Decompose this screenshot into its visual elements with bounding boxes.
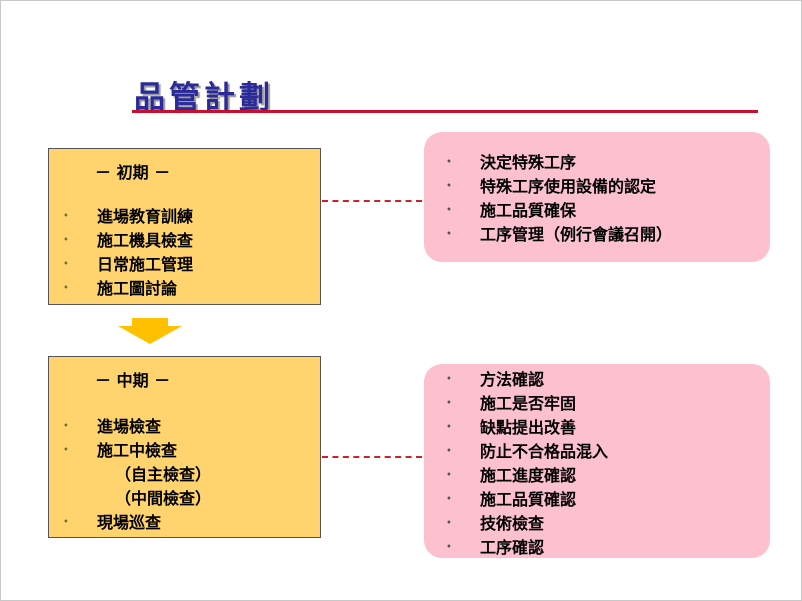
list-item: 工序管理（例行會議召開） [424, 223, 672, 247]
mid-details-box: 方法確認 施工是否牢固 缺點提出改善 防止不合格品混入 施工進度確認 施工品質確… [424, 364, 770, 560]
mid-details-list: 方法確認 施工是否牢固 缺點提出改善 防止不合格品混入 施工進度確認 施工品質確… [424, 368, 608, 560]
list-item: 決定特殊工序 [424, 151, 672, 175]
mid-phase-box: － 中期 － 進場檢查 施工中檢查 （自主檢查） （中間檢查） 現場巡查 [48, 356, 321, 538]
list-item: 日常施工管理 [49, 253, 193, 277]
early-phase-box: － 初期 － 進場教育訓練 施工機具檢查 日常施工管理 施工圖討論 [48, 148, 321, 305]
list-item: 施工品質確保 [424, 199, 672, 223]
list-item: （自主檢查） [115, 465, 212, 484]
title-underline [132, 110, 758, 113]
list-item: 工序確認 [424, 536, 608, 560]
list-item: 防止不合格品混入 [424, 440, 608, 464]
list-item: 缺點提出改善 [424, 416, 608, 440]
early-connector-line [322, 200, 422, 202]
down-arrow-icon [118, 318, 182, 344]
early-details-box: 決定特殊工序 特殊工序使用設備的認定 施工品質確保 工序管理（例行會議召開） [424, 132, 770, 262]
mid-phase-list: 進場檢查 施工中檢查 （自主檢查） （中間檢查） 現場巡查 [49, 415, 211, 535]
list-item: 特殊工序使用設備的認定 [424, 175, 672, 199]
mid-connector-line [322, 456, 422, 458]
list-item: 技術檢查 [424, 512, 608, 536]
early-phase-list: 進場教育訓練 施工機具檢查 日常施工管理 施工圖討論 [49, 205, 193, 301]
list-item: 進場教育訓練 [49, 205, 193, 229]
list-item: 施工中檢查 [49, 439, 211, 463]
early-details-list: 決定特殊工序 特殊工序使用設備的認定 施工品質確保 工序管理（例行會議召開） [424, 151, 672, 247]
list-item: （中間檢查） [115, 489, 212, 508]
list-item: 進場檢查 [49, 415, 211, 439]
mid-phase-heading: － 中期 － [95, 371, 171, 390]
list-item: 方法確認 [424, 368, 608, 392]
list-item: 施工機具檢查 [49, 229, 193, 253]
list-item: 施工是否牢固 [424, 392, 608, 416]
list-item: 施工進度確認 [424, 464, 608, 488]
list-item: 施工品質確認 [424, 488, 608, 512]
list-item: 施工圖討論 [49, 277, 193, 301]
list-item: 現場巡查 [49, 511, 211, 535]
early-phase-heading: － 初期 － [95, 163, 171, 182]
